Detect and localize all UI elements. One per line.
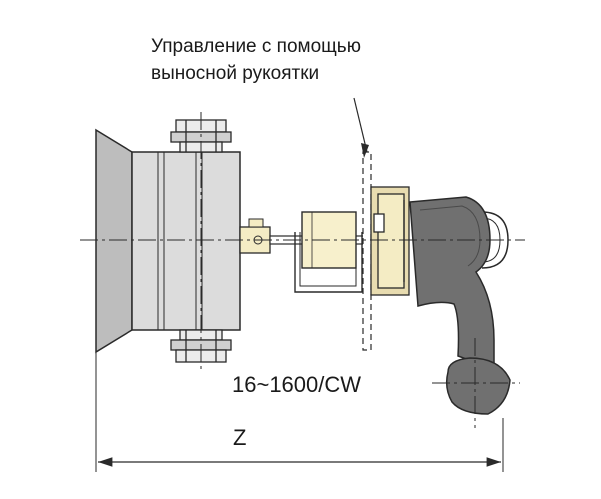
callout-leader [353, 97, 369, 158]
dimension-z-label: Z [233, 425, 247, 450]
shaft-support-bracket [294, 232, 363, 293]
callout-text-line1: Управление с помощью [151, 36, 361, 57]
switch-body-housing [131, 151, 241, 331]
switch-body-flange [95, 128, 133, 354]
cabinet-door [362, 151, 372, 351]
remote-handle-body [409, 196, 495, 374]
shaft-adapter [239, 218, 271, 254]
remote-handle-knob [445, 357, 511, 415]
callout-text-line2: выносной рукоятки [151, 63, 320, 84]
dimension-z [95, 352, 504, 472]
model-label: 16~1600/CW [232, 372, 362, 397]
door-mounting-plate [370, 186, 410, 296]
centerline [80, 112, 525, 428]
